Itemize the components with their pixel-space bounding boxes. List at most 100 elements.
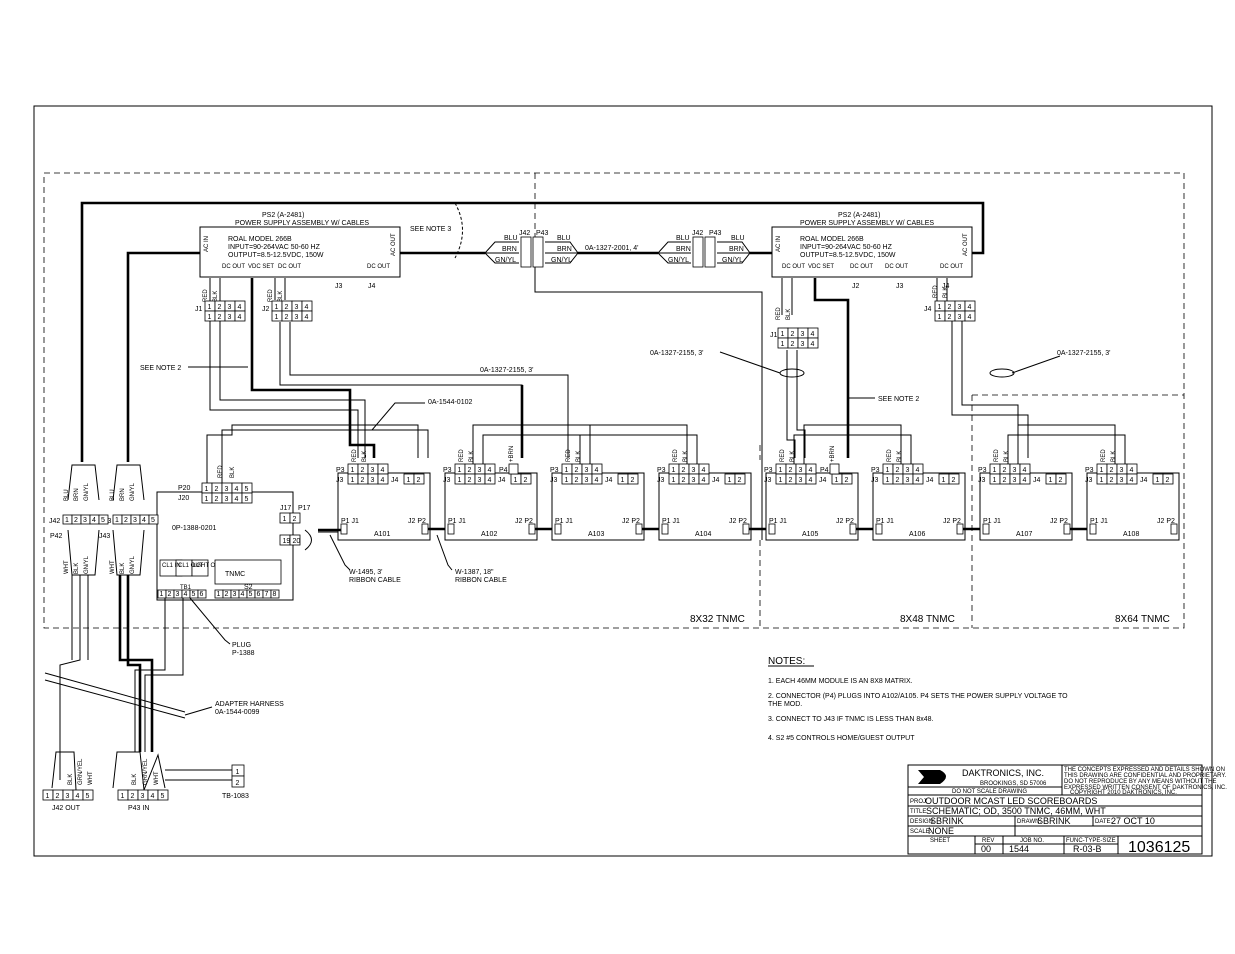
- left-p43-pins-pin: 3: [133, 517, 137, 524]
- job-value: 1544: [1009, 844, 1029, 854]
- ps2-j4-bottom-cell: [964, 310, 976, 322]
- design-label: DESIGN:: [910, 819, 935, 825]
- module-j2p2-label: J2 P2: [943, 518, 961, 525]
- ps1-output: OUTPUT=8.5-12.5VDC, 150W: [228, 252, 324, 259]
- module-p3-pins-pin: 4: [595, 467, 599, 474]
- p43-in-pins-pin: 2: [131, 793, 135, 800]
- title-value: SCHEMATIC; OD, 3500 TNMC, 46MM, WHT: [926, 806, 1106, 816]
- module-p1j1-label: P1 J1: [983, 518, 1001, 525]
- module-p3-pins-pin: 2: [1003, 467, 1007, 474]
- ps1-j2-red: RED: [268, 289, 274, 302]
- ac2-body-right: [704, 236, 716, 268]
- bottom-color-label: WHT: [88, 771, 94, 785]
- module-p3-pins-pin: 2: [1110, 467, 1114, 474]
- module-j3-pins-pin: 2: [1003, 477, 1007, 484]
- zone-divider-64: [971, 394, 1184, 628]
- j20-pins-pin: 2: [215, 496, 219, 503]
- proj-value: OUTDOOR MCAST LED SCOREBOARDS: [925, 796, 1097, 806]
- lbl-blu-a: BLU: [64, 489, 70, 501]
- date-label: DATE:: [1095, 819, 1113, 825]
- ps1-j1-top-pin: 2: [218, 304, 222, 311]
- ac-connector-1: J42 P43 BLU BRN GN/YL BLU BRN GN/YL: [484, 230, 579, 268]
- p43-in-pins-pin: 5: [161, 793, 165, 800]
- module-j3-pins-pin: 3: [799, 477, 803, 484]
- module-p3-pins-pin: 1: [886, 467, 890, 474]
- p17-bottom-cell: [289, 534, 301, 546]
- ps1-j2-top-pin: 1: [275, 304, 279, 311]
- p43-in-pins-cell: [157, 789, 169, 801]
- ps1-j1-wires: [209, 278, 366, 458]
- left-j42-pins-pin: 4: [92, 517, 96, 524]
- module-p3-label: P3: [550, 467, 559, 474]
- module-j4-pins-cell: [841, 473, 853, 485]
- drawing-border: [33, 105, 1213, 857]
- module-p3-pins-pin: 4: [702, 467, 706, 474]
- module-p1j1-label: P1 J1: [555, 518, 573, 525]
- date-value: 27 OCT 10: [1111, 816, 1155, 826]
- ps1-ref: PS2 (A-2481): [262, 212, 304, 219]
- company-city: BROOKINGS, SD 57006: [980, 781, 1047, 787]
- module-j3-pins-pin: 4: [488, 477, 492, 484]
- module-j3-pins-pin: 1: [672, 477, 676, 484]
- ps2-dcout-b: DC OUT: [850, 264, 873, 270]
- module-j4-pins-pin: 1: [728, 477, 732, 484]
- s2-label: S2: [244, 584, 253, 591]
- ac-wire-top-loop: [80, 201, 985, 462]
- ps1-j2-label: J2: [262, 306, 270, 313]
- module-j3-pins-pin: 2: [682, 477, 686, 484]
- ps2-dcout-a: DC OUT: [782, 264, 805, 270]
- ps2-j4-top-pin: 2: [948, 304, 952, 311]
- see-note-3: SEE NOTE 3: [410, 226, 451, 233]
- scale-label: SCALE:: [910, 829, 932, 835]
- p17-top-pin: 2: [293, 516, 297, 523]
- bottom-color-label: WHT: [154, 771, 160, 785]
- module-p1-port: [875, 523, 883, 535]
- p20-pins-pin: 5: [245, 486, 249, 493]
- module-j4-pins-pin: 1: [407, 477, 411, 484]
- module-p3-label: P3: [871, 467, 880, 474]
- module-j3-pins-pin: 4: [1130, 477, 1134, 484]
- zone-label-8x32: 8X32 TNMC: [690, 614, 745, 625]
- module-wire-red: RED: [994, 449, 1000, 462]
- cable-2155-label-1: 0A-1327-2155, 3': [480, 367, 534, 374]
- tb1083-pin1: 1: [231, 764, 245, 777]
- ps1-j2-bottom-pin: 2: [285, 314, 289, 321]
- module-p3-pins-pin: 3: [478, 467, 482, 474]
- left-p43-pins-pin: 4: [142, 517, 146, 524]
- lbl-gnyl-c: GN/YL: [84, 555, 90, 574]
- module-j4-pins-cell: [948, 473, 960, 485]
- module-p3-pins-pin: 4: [1023, 467, 1027, 474]
- module-j3-label: J3: [1085, 477, 1093, 484]
- notes-heading: NOTES:: [768, 656, 805, 667]
- ps2-j1-bottom-pin: 4: [811, 341, 815, 348]
- tb1-pins-pin: 2: [168, 591, 172, 598]
- module-j3-pins-pin: 2: [1110, 477, 1114, 484]
- left-j42-pins-pin: 3: [83, 517, 87, 524]
- lbl-brn-b: BRN: [120, 488, 126, 501]
- tb1083-wires: [165, 769, 232, 781]
- cable-0102-leader: [371, 402, 425, 431]
- module-j4-pins-cell: [520, 473, 532, 485]
- module-j3-pins-pin: 2: [468, 477, 472, 484]
- module-wire-blk: BLK: [897, 451, 903, 462]
- note-4: 4. S2 #5 CONTROLS HOME/GUEST OUTPUT: [768, 735, 915, 742]
- module-j3-label: J3: [657, 477, 665, 484]
- module-j4-pins-pin: 1: [835, 477, 839, 484]
- ps1-j2-bottom-cell: [301, 310, 313, 322]
- ps1-j1-bottom-pin: 1: [208, 314, 212, 321]
- see-note-2-left: SEE NOTE 2: [140, 365, 181, 372]
- ps1-acout: AC OUT: [391, 233, 397, 256]
- module-name: A102: [481, 531, 497, 538]
- j42-out-pins-pin: 5: [86, 793, 90, 800]
- module-p1j1-label: P1 J1: [769, 518, 787, 525]
- scale-value: NONE: [928, 826, 954, 836]
- ac1-p43: P43: [536, 230, 549, 237]
